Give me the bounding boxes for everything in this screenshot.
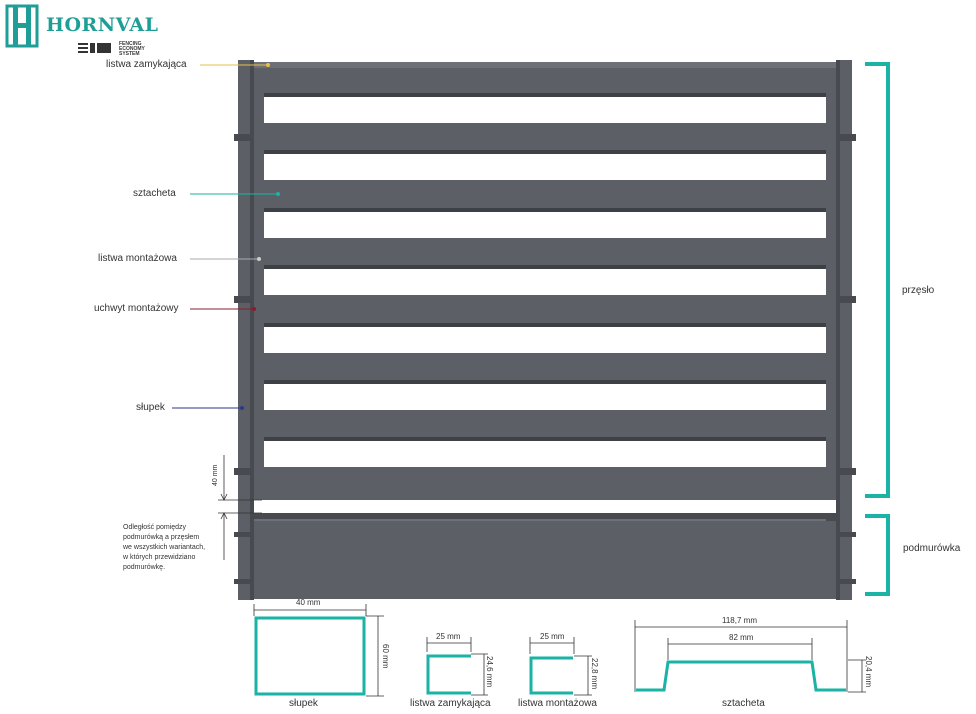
caption-listwa-zamykajaca: listwa zamykająca (410, 698, 491, 709)
profile-listwa-montazowa (529, 637, 592, 696)
left-post (234, 60, 260, 600)
gap-dimension-value: 40 mm (212, 464, 219, 486)
tagline-line-3: SYSTEM (119, 51, 140, 57)
slupek-height: 60 mm (381, 644, 390, 669)
tagline-line-2: ECONOMY (119, 46, 145, 52)
profile-listwa-zamykajaca (426, 637, 488, 696)
slat-gap-7 (264, 441, 826, 467)
label-przeslo: przęsło (902, 285, 935, 296)
brand-tagline: FENCING ECONOMY SYSTEM (119, 42, 159, 57)
montazowa-width: 25 mm (540, 632, 565, 641)
sztacheta-width-inner: 82 mm (729, 633, 754, 642)
slat-gap-4 (264, 269, 826, 295)
label-podmurowka: podmurówka (903, 543, 961, 554)
slat-gap-2 (264, 154, 826, 180)
label-slupek: słupek (136, 402, 165, 413)
sztacheta-height: 20,4 mm (864, 656, 873, 688)
slupek-width: 40 mm (296, 598, 321, 607)
caption-slupek: słupek (289, 698, 318, 709)
label-listwa-montazowa: listwa montażowa (98, 253, 177, 264)
zamykajaca-width: 25 mm (436, 632, 461, 641)
bracket-przeslo (865, 62, 890, 498)
fence-panel (254, 62, 836, 500)
slat-gap-6 (264, 384, 826, 410)
slat-gap-1 (264, 97, 826, 123)
label-uchwyt-montazowy: uchwyt montażowy (94, 303, 179, 314)
base-board (254, 513, 836, 599)
brand-name: HORNVAL (46, 14, 159, 36)
gap-dimension (218, 455, 262, 560)
profile-slupek (253, 604, 384, 697)
panel-gap (254, 500, 836, 513)
bracket-podmurowka (865, 514, 890, 596)
sztacheta-width-total: 118,7 mm (722, 616, 757, 625)
tagline-line-1: FENCING (119, 41, 142, 47)
label-listwa-zamykajaca: listwa zamykająca (106, 59, 187, 70)
gap-note: Odległość pomiędzy podmurówką a przęsłem… (123, 524, 206, 571)
right-post (830, 60, 856, 600)
slat-gap-5 (264, 327, 826, 353)
montazowa-height: 22,8 mm (590, 658, 599, 690)
zamykajaca-height: 24,6 mm (485, 656, 494, 688)
fes-mark-icon (78, 43, 111, 53)
slat-gap-3 (264, 212, 826, 238)
profile-sztacheta (634, 620, 866, 693)
caption-sztacheta: sztacheta (722, 698, 765, 709)
hornval-h-mark-icon (5, 4, 39, 48)
label-sztacheta: sztacheta (133, 188, 176, 199)
caption-listwa-montazowa: listwa montażowa (518, 698, 597, 709)
hornval-logo: HORNVAL FENCING ECONOMY SYSTEM (4, 2, 158, 60)
